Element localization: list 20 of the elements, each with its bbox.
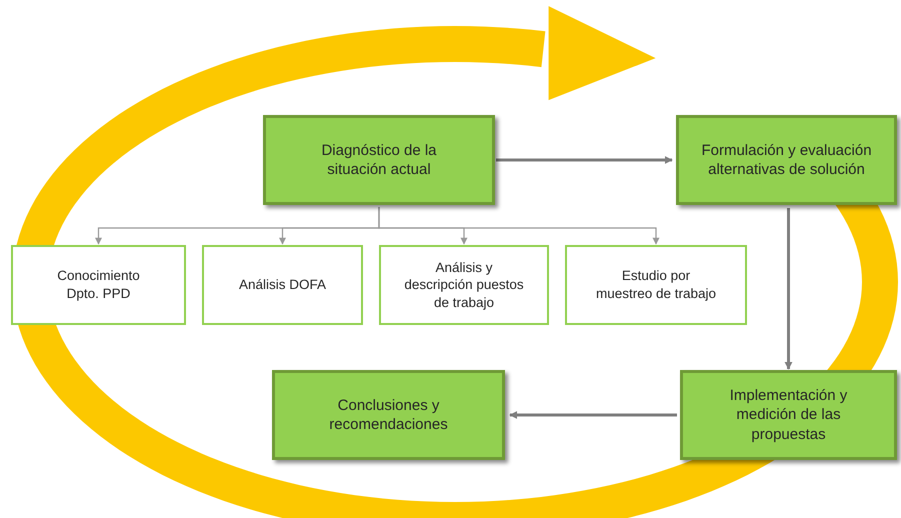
box-label: Implementación y medición de las propuestas (728, 386, 848, 444)
process-box (676, 115, 897, 205)
arrow (784, 208, 792, 370)
box-label: Diagnóstico de la situación actual (320, 140, 438, 180)
box-label: Análisis DOFA (238, 276, 326, 294)
arrow (509, 411, 677, 419)
process-box (263, 115, 495, 205)
box-label: Conclusiones y recomendaciones (328, 396, 449, 434)
activity-box (565, 245, 747, 325)
process-box (680, 370, 897, 460)
box-label: Formulación y evaluación alternativas de solución (700, 140, 873, 180)
activity-box (11, 245, 186, 325)
activity-box (202, 245, 363, 325)
arrow (496, 156, 673, 164)
process-box (272, 370, 505, 460)
arrow (378, 207, 660, 245)
activity-box (379, 245, 549, 325)
box-label: Estudio por muestreo de trabajo (595, 267, 717, 303)
box-label: Análisis y descripción puestos de trabajo (403, 258, 525, 312)
box-label: Conocimiento Dpto. PPD (56, 267, 141, 303)
